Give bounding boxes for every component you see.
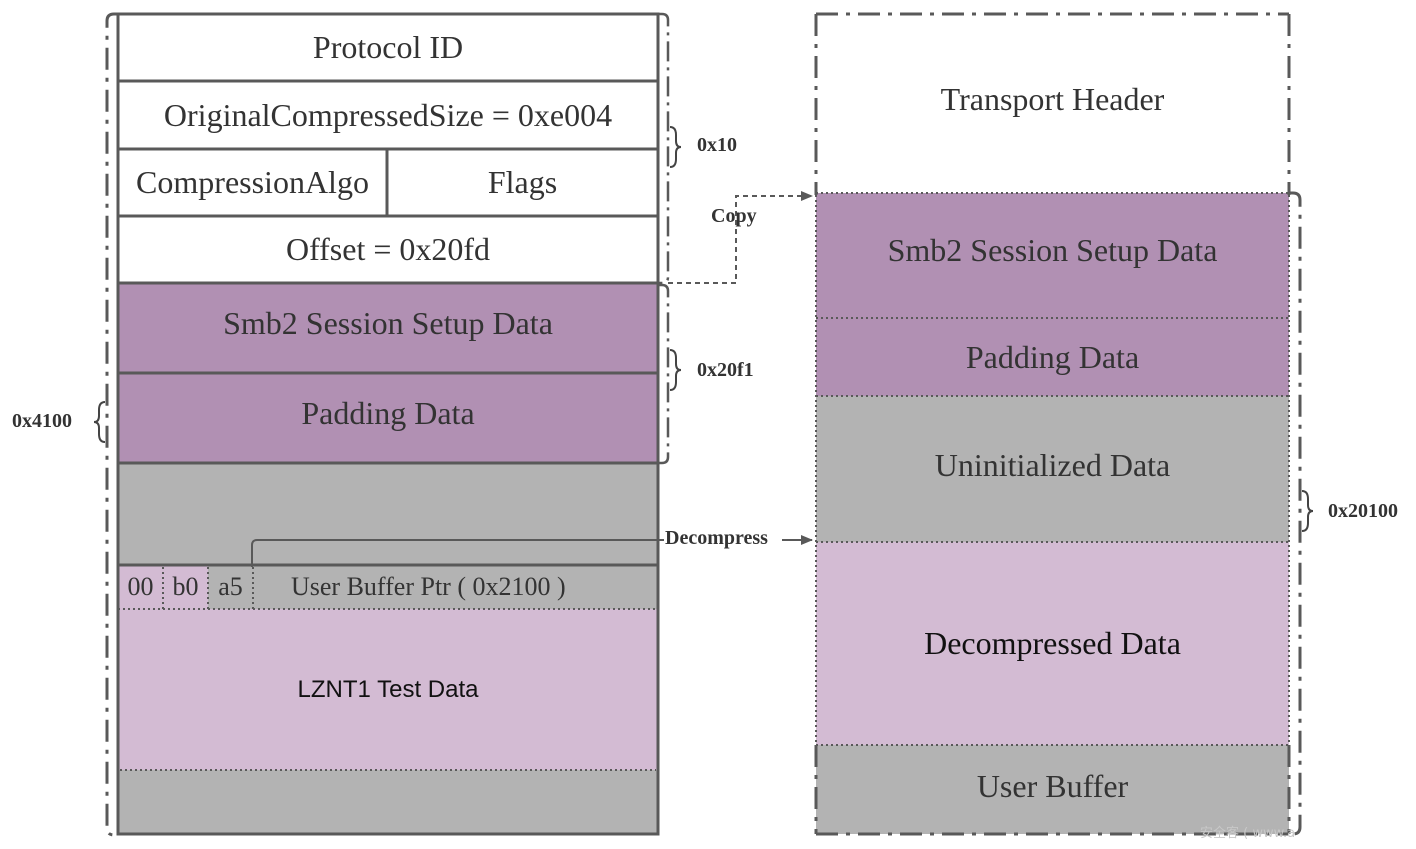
- decompressed-data: Decompressed Data: [816, 542, 1289, 745]
- right-padding-data: Padding Data: [816, 318, 1289, 396]
- left-gray-region: [118, 463, 658, 565]
- decompress-label: Decompress: [665, 527, 768, 550]
- copy-label: Copy: [711, 205, 757, 227]
- size-label-0x20100: 0x20100: [1328, 500, 1398, 522]
- curly-braces: [93, 126, 1314, 532]
- right-column-outline: [814, 12, 1291, 836]
- right-bracket: [1289, 191, 1302, 836]
- flags-field: Flags: [387, 149, 658, 216]
- transport-header: Transport Header: [816, 14, 1289, 193]
- left-padding-data: Padding Data: [118, 373, 658, 463]
- left-smb2-session-setup-data: Smb2 Session Setup Data: [118, 283, 658, 373]
- user-buffer-ptr: User Buffer Ptr ( 0x2100 ): [253, 565, 658, 609]
- byte-a5: a5: [208, 565, 253, 609]
- brace-0x10: [669, 126, 682, 168]
- uninitialized-data: Uninitialized Data: [816, 396, 1289, 542]
- copy-arrow: [668, 191, 813, 284]
- brace-0x4100: [93, 401, 106, 443]
- size-label-0x10: 0x10: [697, 134, 737, 156]
- brace-0x20100: [1301, 490, 1314, 532]
- brace-0x20f1: [669, 349, 682, 391]
- watermark: 安全客 ( www.a: [1200, 826, 1296, 841]
- header-bracket: [658, 12, 670, 285]
- protocol-id-field: Protocol ID: [118, 14, 658, 81]
- data-bracket: [658, 283, 670, 465]
- user-buffer: User Buffer: [816, 745, 1289, 834]
- compression-algo-field: CompressionAlgo: [118, 149, 387, 216]
- left-dotted-lines: [118, 567, 658, 771]
- byte-00: 00: [118, 565, 163, 609]
- right-smb2-session-setup-data: Smb2 Session Setup Data: [816, 193, 1289, 318]
- offset-field: Offset = 0x20fd: [118, 216, 658, 283]
- decompress-pointer-line: [251, 539, 664, 567]
- left-bottom-gray: [118, 770, 658, 834]
- left-outer-bracket: [105, 12, 118, 837]
- size-label-0x4100: 0x4100: [12, 410, 72, 432]
- original-compressed-size-field: OriginalCompressedSize = 0xe004: [118, 81, 658, 149]
- byte-b0: b0: [163, 565, 208, 609]
- lznt1-test-data: LZNT1 Test Data: [118, 609, 658, 770]
- size-label-0x20f1: 0x20f1: [697, 359, 754, 381]
- right-dotted-lines: [815, 192, 1290, 746]
- left-column-borders: [116, 12, 660, 836]
